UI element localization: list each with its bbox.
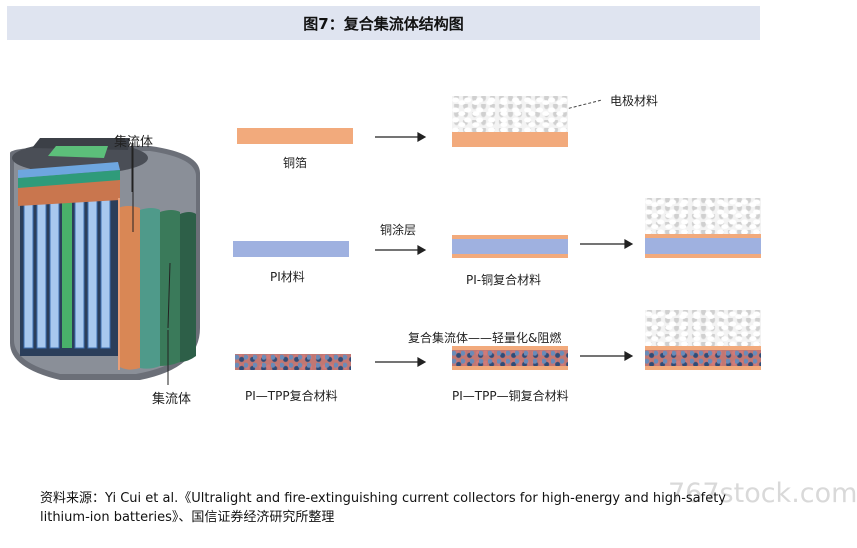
pi-tpp-composite-label: PI—TPP复合材料 <box>245 389 338 403</box>
pi-core-2b <box>645 238 761 254</box>
copper-coat-top-3 <box>452 346 568 350</box>
copper-coat-bottom-3b <box>645 366 761 370</box>
pi-copper-composite-label: PI-铜复合材料 <box>466 273 542 287</box>
copper-foil-label: 铜箔 <box>283 156 308 170</box>
copper-coat-bottom-3 <box>452 366 568 370</box>
copper-coat-bottom-2 <box>452 254 568 258</box>
electrode-layer-3 <box>645 310 761 346</box>
electrode-layer-2 <box>645 198 761 234</box>
pi-material-label: PI材料 <box>270 270 305 284</box>
collector-label-top: 集流体 <box>114 135 154 150</box>
copper-layer-1 <box>452 132 568 147</box>
source-footnote: 资料来源：Yi Cui et al.《Ultralight and fire-e… <box>40 491 726 525</box>
electrode-layer-1 <box>452 96 568 132</box>
copper-coating-label: 铜涂层 <box>380 223 417 237</box>
copper-coat-bottom-2b <box>645 254 761 258</box>
collector-label-bottom: 集流体 <box>152 392 192 407</box>
lightweight-note-label: 复合集流体——轻量化&阻燃 <box>408 331 562 345</box>
copper-foil-strip <box>237 128 353 144</box>
pi-tpp-core-3 <box>452 350 568 366</box>
figure-title: 图7：复合集流体结构图 <box>303 14 464 33</box>
pi-tpp-strip <box>235 354 351 370</box>
electrode-material-label: 电极材料 <box>610 94 659 108</box>
copper-coat-top-2 <box>452 235 568 239</box>
battery-cutaway-illustration <box>10 138 200 380</box>
copper-coat-top-2b <box>645 234 761 238</box>
figure-title-bar: 图7：复合集流体结构图 <box>7 6 760 40</box>
watermark: 767stock.com <box>668 478 857 509</box>
pi-tpp-copper-composite-label: PI—TPP—铜复合材料 <box>452 389 569 403</box>
pi-tpp-core-3b <box>645 350 761 366</box>
pi-core-2 <box>452 239 568 254</box>
pi-material-strip <box>233 241 349 257</box>
copper-coat-top-3b <box>645 346 761 350</box>
